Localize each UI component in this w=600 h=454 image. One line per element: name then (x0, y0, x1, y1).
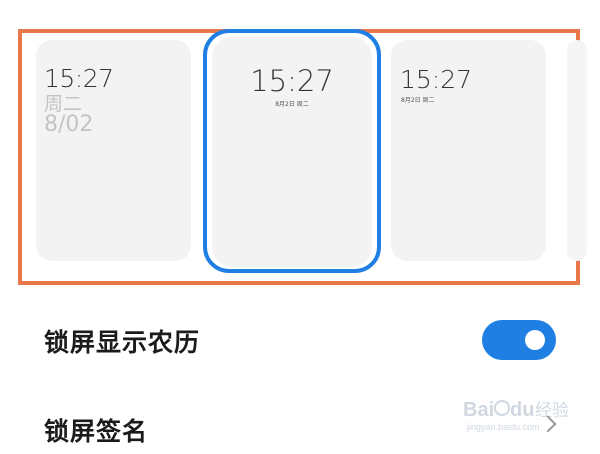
card-time: 15:27 (400, 65, 473, 94)
lunar-toggle[interactable] (482, 320, 556, 360)
selected-ring (203, 29, 381, 273)
setting-lunar-label: 锁屏显示农历 (44, 328, 201, 357)
card-time: 15:27 (250, 64, 334, 98)
setting-lunar-row[interactable]: 锁屏显示农历 (44, 315, 556, 365)
card-time: 15:27 (44, 64, 114, 93)
card-date-line: 8月2日 周二 (275, 101, 309, 108)
svg-text:Bai: Bai (463, 399, 494, 421)
lock-style-card-1[interactable]: 15:27 周二 8/02 (36, 40, 191, 261)
svg-text:du: du (510, 399, 534, 421)
setting-signature-row[interactable]: 锁屏签名 (44, 404, 557, 454)
svg-text:经验: 经验 (535, 401, 569, 421)
toggle-knob (525, 330, 545, 350)
card-date: 8/02 (44, 112, 94, 137)
lock-style-card-2[interactable]: 15:27 8月2日 周二 (212, 37, 372, 267)
svg-text:jingyan.baidu.com: jingyan.baidu.com (466, 422, 540, 432)
card-date-line: 8月2日 周二 (401, 97, 435, 104)
setting-signature-label: 锁屏签名 (44, 417, 149, 446)
card-weekday: 周二 (44, 93, 83, 115)
baidu-jingyan-watermark: Bai du 经验 jingyan.baidu.com (463, 399, 569, 432)
lock-style-card-3[interactable]: 15:27 8月2日 周二 (391, 40, 546, 261)
lock-style-card-4-partial[interactable] (567, 40, 587, 261)
